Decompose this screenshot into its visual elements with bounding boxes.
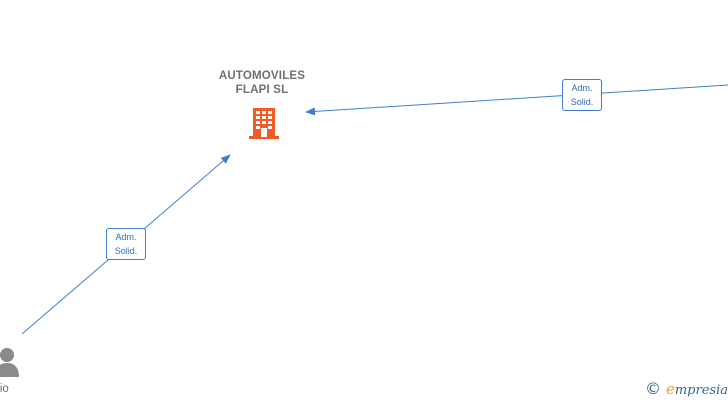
copyright-symbol: © — [644, 379, 661, 398]
edge-label-person-to-company[interactable]: Adm. Solid. — [106, 228, 146, 260]
edge-line-right-to-company[interactable] — [305, 84, 728, 116]
edge-role-line2: Solid. — [114, 246, 138, 256]
company-node-label[interactable]: AUTOMOVILES FLAPI SL — [202, 69, 322, 97]
brand-logo: empresia — [666, 380, 728, 398]
edge-role-line1: Adm. — [115, 232, 137, 242]
building-icon[interactable] — [247, 106, 281, 140]
company-name-line2: FLAPI SL — [235, 84, 289, 96]
company-name-line1: AUTOMOVILES — [218, 70, 306, 82]
edge-label-right-to-company[interactable]: Adm. Solid. — [562, 79, 602, 111]
edge-role-line2: Solid. — [570, 97, 594, 107]
brand-watermark: © empresia — [645, 379, 728, 399]
brand-rest: mpresia — [674, 383, 728, 398]
person-icon[interactable] — [0, 346, 20, 378]
person-name-label[interactable]: rio — [0, 383, 9, 395]
brand-initial: e — [665, 380, 675, 398]
edge-role-line1: Adm. — [571, 83, 593, 93]
